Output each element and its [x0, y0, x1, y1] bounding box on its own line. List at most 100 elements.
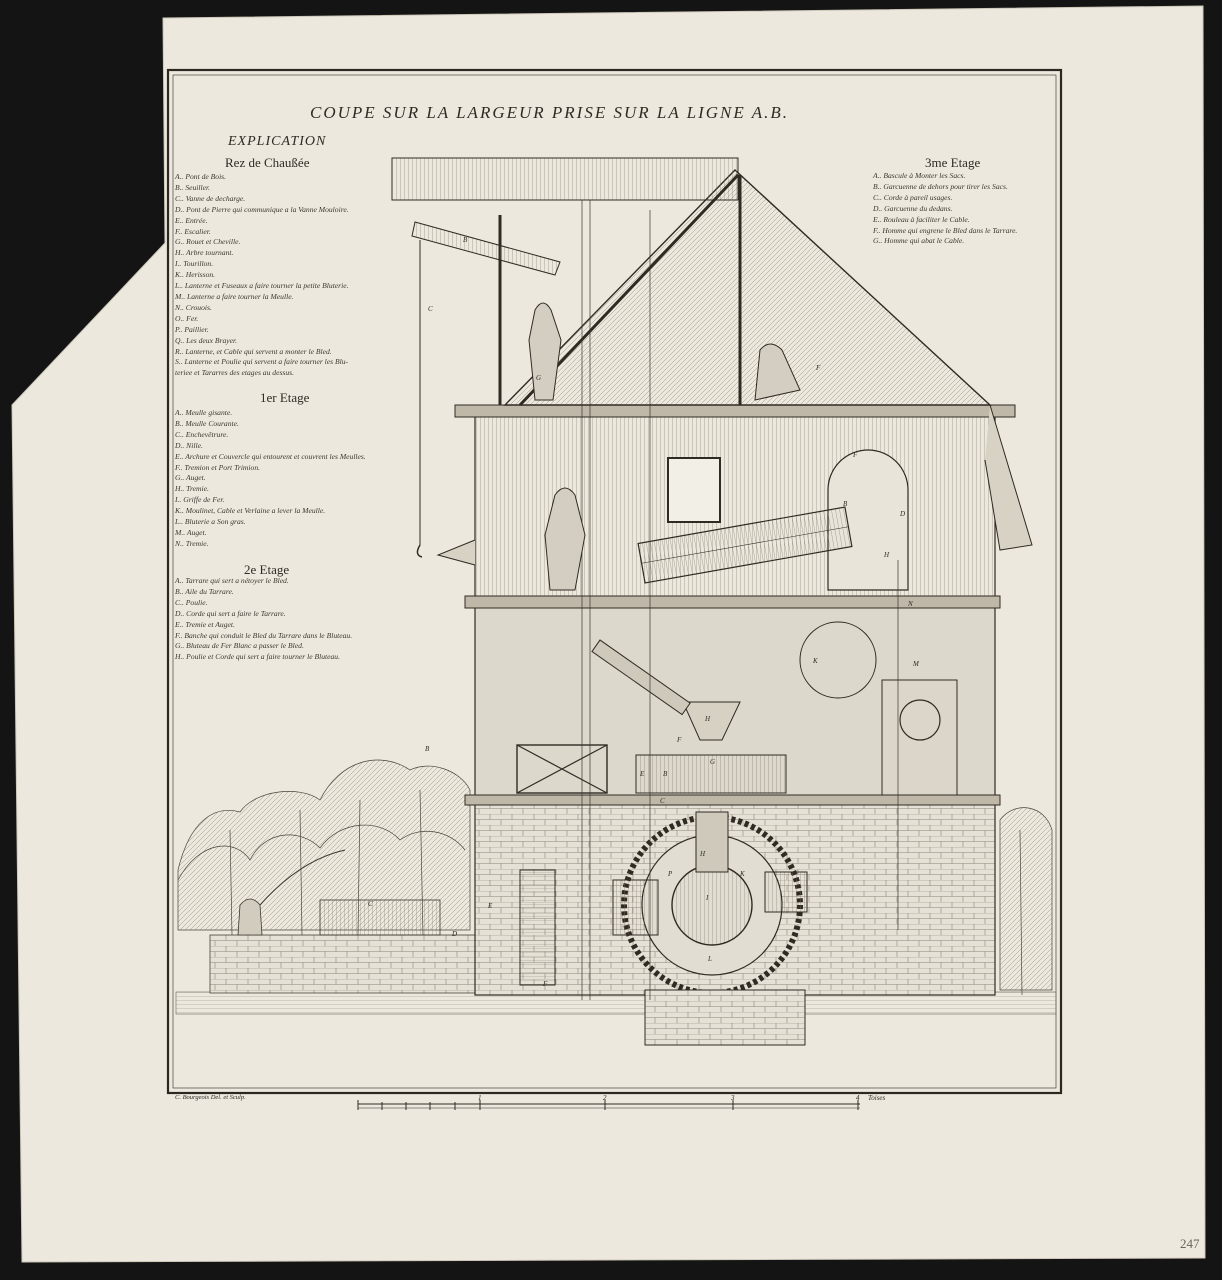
legend-etage3-list: A.. Bascule à Monter les Sacs.B.. Garcue… — [873, 171, 1017, 247]
etage3-item: D.. Garcuenne du dedans. — [873, 203, 953, 213]
grain-chute — [591, 639, 691, 716]
folio-number: 247 — [1180, 1236, 1200, 1251]
etage1-item: B.. Meulle Courante. — [175, 418, 239, 428]
letter-i-gear: I — [706, 894, 709, 902]
etage3-item: A.. Bascule à Monter les Sacs. — [873, 171, 966, 180]
letter-k-wheel: K — [813, 657, 818, 665]
scale-bar — [357, 1100, 860, 1110]
letter-n-hopper: N — [908, 600, 913, 608]
rez-item: teriee et Tararres des etages au dessus. — [175, 368, 295, 378]
etage3-item: E.. Rouleau à faciliter le Cable. — [873, 214, 970, 224]
letter-m-box: M — [913, 660, 919, 668]
rez-item: A.. Pont de Bois. — [175, 172, 227, 181]
roof-eave-left — [436, 539, 476, 566]
letter-b-pulley: B — [463, 236, 468, 244]
lantern-gear-right — [764, 871, 808, 913]
rez-item: O.. Fer. — [175, 313, 199, 323]
rope-wheel — [799, 621, 877, 699]
plate-title: COUPE SUR LA LARGEUR PRISE SUR LA LIGNE … — [310, 103, 789, 122]
etage1-item: A.. Meulle gisante. — [175, 408, 233, 417]
rez-item: S.. Lanterne et Poulie qui servent a fai… — [175, 357, 349, 367]
letter-f-mill: F — [677, 736, 682, 744]
etage2-item: E.. Tremie et Auget. — [175, 619, 235, 629]
sluice-lever — [259, 849, 346, 906]
sluice-wall — [209, 934, 476, 994]
letter-f-hopper: F — [853, 451, 858, 459]
etage1-heading: 1er Etage — [260, 390, 310, 405]
floor-beam-3 — [454, 404, 1016, 418]
hoist-hook — [416, 544, 423, 558]
legend-rez-list: A.. Pont de Bois.B.. Seuiller.C.. Vanne … — [175, 172, 349, 379]
letter-c-sluice: C — [368, 900, 373, 908]
letter-c-floor: C — [660, 797, 665, 805]
rez-item: C.. Vanne de decharge. — [175, 193, 246, 203]
letter-f-stair: F — [543, 980, 548, 988]
etage1-item: K.. Moulinet, Cable et Verlaine a lever … — [175, 506, 326, 516]
letter-g-mill: G — [710, 758, 716, 766]
millstone-housing — [635, 754, 787, 794]
letter-e-mill: E — [640, 770, 645, 778]
letter-d-right: D — [900, 510, 906, 518]
rez-item: B.. Seuiller. — [175, 182, 211, 192]
staircase — [519, 869, 556, 986]
explication-heading: EXPLICATION — [228, 134, 327, 149]
letter-d-bridge: D — [452, 930, 458, 938]
etage3-item: F.. Homme qui engrene le Bled dans le Ta… — [873, 225, 1018, 235]
scale-tick-4: 4 — [856, 1094, 860, 1102]
figure-man-hauling — [528, 302, 562, 401]
vertical-ropes — [581, 200, 899, 1000]
letter-h-shaft: H — [700, 850, 706, 858]
rez-item: Q.. Les deux Brayer. — [175, 335, 238, 345]
engraver-credit: C. Bourgeois Del. et Sculp. — [175, 1094, 246, 1101]
rez-item: G.. Rouet et Cheville. — [175, 237, 241, 247]
etage1-item: C.. Enchevêtrure. — [175, 429, 229, 439]
etage2-heading: 2e Etage — [244, 562, 290, 577]
etage3-item: B.. Garcuenne de dehors pour tirer les S… — [873, 181, 1008, 191]
etage1-item: E.. Archure et Couvercle qui entourent e… — [175, 451, 366, 461]
etage2-item: G.. Bluteau de Fer Blanc a passer le Ble… — [175, 641, 304, 651]
worker-at-sluice — [237, 898, 263, 936]
etage2-item: F.. Banche qui conduit le Bled du Tarrar… — [175, 630, 353, 640]
roof-eave-right — [984, 404, 1033, 551]
letter-g-man: G — [536, 374, 542, 382]
etage2-item: D.. Corde qui sert a faire le Tarrare. — [175, 608, 286, 618]
figure-man-shoveling — [544, 487, 586, 591]
letter-l-gear: L — [708, 955, 712, 963]
letter-k-gear: K — [740, 870, 745, 878]
trees-right-illustration — [999, 807, 1053, 996]
etage1-item: H.. Tremie. — [175, 484, 209, 494]
floor-beam-1 — [464, 794, 1001, 806]
hoist-beam — [411, 221, 561, 276]
mill-hopper — [682, 701, 741, 741]
figure-man-tarrare — [754, 343, 801, 401]
letter-b-sieve: B — [843, 500, 848, 508]
letter-e-door: E — [488, 902, 493, 910]
water-wheel-gear — [621, 811, 803, 996]
etage3-item: G.. Homme qui abat le Cable. — [873, 236, 965, 246]
etage1-item: L.. Bluterie a Son gras. — [175, 517, 246, 527]
rez-item: L.. Lanterne et Fuseaux a faire tourner … — [175, 281, 349, 291]
letter-h-right: H — [884, 551, 890, 559]
etage1-item: D.. Nille. — [175, 440, 203, 450]
upper-beam-structure — [391, 157, 739, 201]
rez-item: P.. Paillier. — [175, 324, 209, 334]
letter-b-trees: B — [425, 745, 430, 753]
rez-item: N.. Crouois. — [175, 302, 212, 312]
flour-bin — [881, 679, 958, 796]
rez-item: F.. Escalier. — [175, 226, 211, 236]
rez-item: E.. Entrée. — [175, 215, 208, 225]
etage1-item: N.. Tremie. — [175, 538, 209, 548]
etage1-item: F.. Tremion et Port Trimion. — [175, 462, 261, 472]
legend-etage2-list: A.. Tarrare qui sert a nétoyer le Bled.B… — [175, 576, 352, 663]
cross-brace — [516, 744, 608, 794]
etage2-item: H.. Poulie et Corde qui sert a faire tou… — [175, 652, 341, 662]
floor-beam-2 — [464, 595, 1001, 609]
sluice-gate — [319, 899, 441, 936]
scale-tick-1: 1 — [478, 1094, 482, 1102]
etage1-item: G.. Auget. — [175, 473, 206, 483]
etage1-item: I.. Griffe de Fer. — [175, 495, 225, 505]
letter-c-rope: C — [428, 305, 433, 313]
rez-heading: Rez de Chaußée — [225, 155, 310, 170]
letter-h-hopper: H — [705, 715, 711, 723]
letter-p-gear: P — [668, 870, 673, 878]
